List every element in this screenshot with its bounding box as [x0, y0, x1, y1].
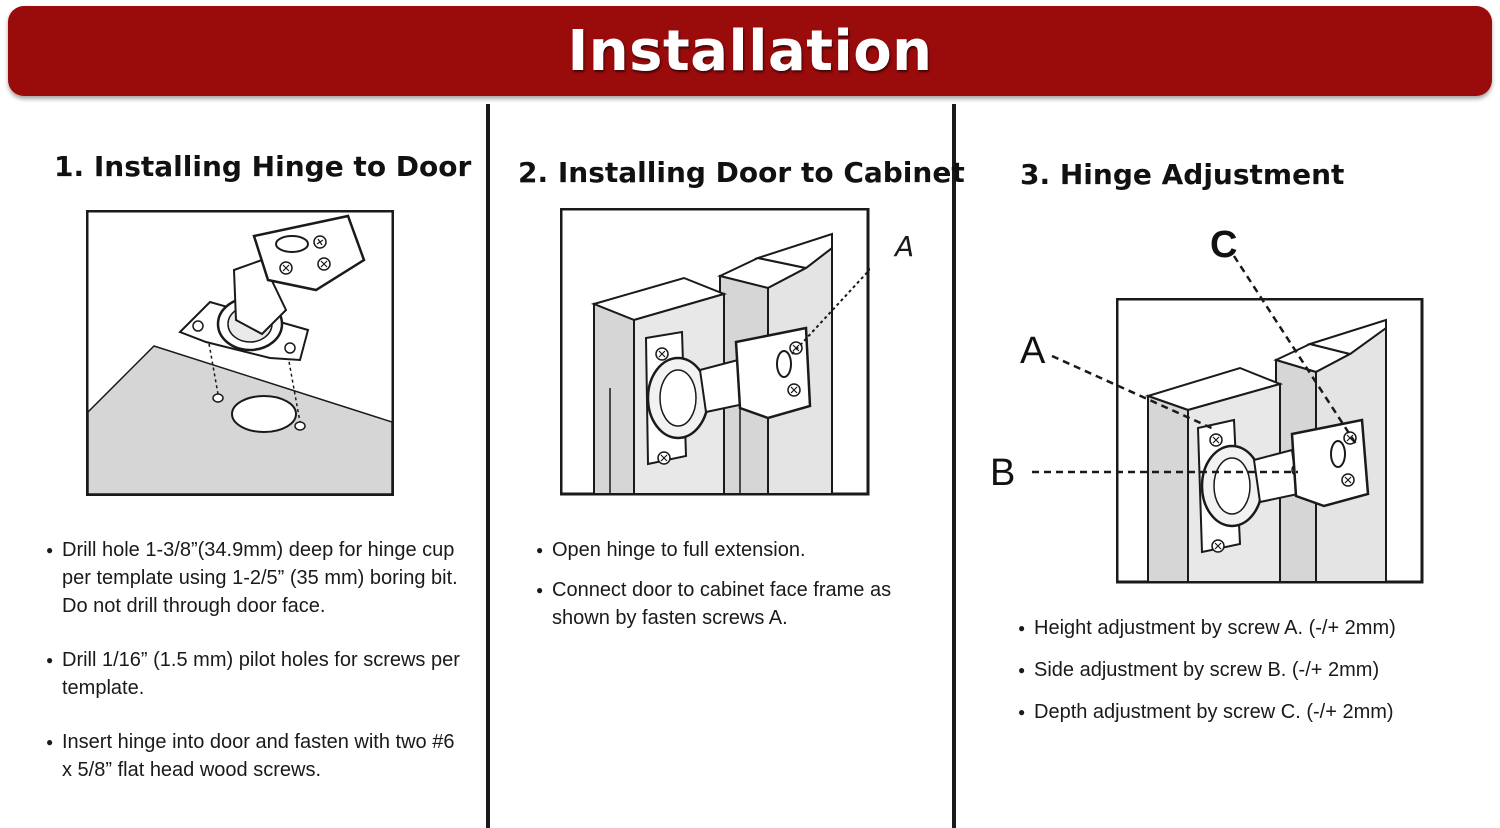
callout-label-a: A	[1020, 330, 1046, 372]
step-2-instructions: Open hinge to full extension. Connect do…	[536, 536, 936, 644]
callout-label-a: A	[895, 230, 915, 263]
list-item: Insert hinge into door and fasten with t…	[46, 728, 466, 784]
list-item: Open hinge to full extension.	[536, 536, 936, 564]
list-item: Depth adjustment by screw C. (-/+ 2mm)	[1018, 698, 1488, 726]
hinge-adjustment-illustration	[1116, 298, 1424, 584]
list-item: Connect door to cabinet face frame as sh…	[536, 576, 936, 632]
step-3-title: 3. Hinge Adjustment	[1020, 158, 1345, 191]
list-item: Side adjustment by screw B. (-/+ 2mm)	[1018, 656, 1488, 684]
callout-label-b: B	[990, 452, 1016, 494]
adjustment-callout-lines	[1020, 240, 1380, 500]
step-1-instructions: Drill hole 1-3/8”(34.9mm) deep for hinge…	[46, 536, 466, 810]
column-divider-1	[486, 104, 490, 828]
list-item: Drill hole 1-3/8”(34.9mm) deep for hinge…	[46, 536, 466, 620]
list-item: Drill 1/16” (1.5 mm) pilot holes for scr…	[46, 646, 466, 702]
callout-label-c: C	[1210, 224, 1238, 266]
column-divider-2	[952, 104, 956, 828]
step-1-title: 1. Installing Hinge to Door	[54, 150, 472, 183]
door-to-cabinet-illustration	[560, 208, 870, 496]
list-item: Height adjustment by screw A. (-/+ 2mm)	[1018, 614, 1488, 642]
hinge-to-door-illustration	[86, 210, 394, 496]
step-2-title: 2. Installing Door to Cabinet	[518, 156, 965, 189]
step-3-instructions: Height adjustment by screw A. (-/+ 2mm) …	[1018, 614, 1488, 740]
page-title: Installation	[567, 18, 933, 84]
title-banner: Installation	[8, 6, 1492, 96]
